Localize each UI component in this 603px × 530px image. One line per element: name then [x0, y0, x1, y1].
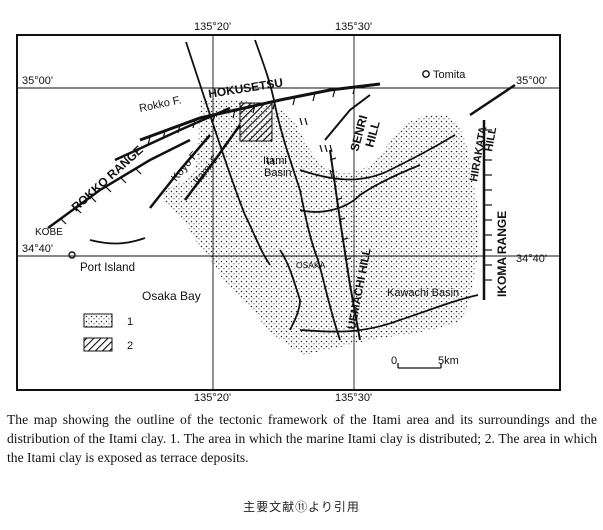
- map-frame: [16, 34, 561, 391]
- river-main: [254, 39, 341, 341]
- legend-swatch-dotted: [83, 313, 113, 328]
- legend-label-2: 2: [127, 340, 133, 352]
- label-hirakata-2: HILL: [483, 126, 499, 152]
- lon-label-bottom-right: 135°30': [335, 392, 372, 404]
- tectonic-map: 135°20' 135°30' 135°20' 135°30' 35°00' 3…: [16, 21, 561, 404]
- scale-label-zero: 0: [391, 355, 397, 367]
- label-port-island: Port Island: [80, 262, 135, 274]
- senri-fault: [324, 94, 371, 141]
- label-osaka: OSAKA: [296, 260, 326, 270]
- lat-label-bottom-right: 34°40': [516, 253, 547, 265]
- lon-label-bottom-left: 135°20': [194, 392, 231, 404]
- uemachi-fault: [329, 149, 361, 341]
- koyo-fault: [149, 134, 211, 209]
- label-itami-basin-2: Basin: [264, 167, 292, 179]
- label-tomita: Tomita: [433, 69, 466, 81]
- hirakata-fault: [469, 83, 516, 117]
- label-kobe: KOBE: [35, 227, 63, 238]
- label-rokko-f: Rokko F.: [138, 94, 182, 115]
- label-kawachi-basin: Kawachi Basin: [387, 287, 459, 299]
- river-yodo: [299, 164, 421, 213]
- map-legend: 1 2: [83, 313, 133, 352]
- tomita-marker: [422, 70, 430, 78]
- coast-osaka: [279, 249, 301, 331]
- legend-label-1: 1: [127, 316, 133, 328]
- rivers: [89, 39, 479, 341]
- river-east: [299, 134, 456, 181]
- label-senri-2: HILL: [362, 119, 382, 148]
- legend-swatch-hatched: [83, 337, 113, 352]
- label-osaka-bay: Osaka Bay: [142, 289, 201, 303]
- rokko-fault: [114, 106, 231, 162]
- lon-label-top-right: 135°30': [335, 21, 372, 33]
- fault-ticks: [59, 85, 492, 281]
- river-west: [185, 41, 271, 266]
- label-ikoma-range: IKOMA RANGE: [495, 211, 509, 297]
- lat-label-top-left: 35°00': [22, 75, 53, 87]
- label-itami-basin-1: Itami: [263, 155, 287, 167]
- scale-label-5km: 5km: [438, 355, 459, 367]
- hill-hachures: [266, 117, 333, 178]
- figure-caption: The map showing the outline of the tecto…: [7, 412, 597, 465]
- lat-label-top-right: 35°00': [516, 75, 547, 87]
- port-island-marker: [68, 251, 76, 259]
- label-rokko-range: ROKKO RANGE: [69, 143, 146, 215]
- lon-label-top-left: 135°20': [194, 21, 231, 33]
- itami-fault: [184, 124, 242, 201]
- lat-label-bottom-left: 34°40': [22, 243, 53, 255]
- marine-itami-clay-area: [163, 98, 479, 356]
- river-yamato: [299, 294, 479, 333]
- map-drawing: 135°20' 135°30' 135°20' 135°30' 35°00' 3…: [16, 21, 561, 404]
- source-note: 主要文献⑪より引用: [243, 500, 360, 514]
- scale-bar: 0 5km: [391, 355, 459, 369]
- river-kobe: [89, 237, 146, 245]
- rokko-range-fault: [47, 138, 191, 230]
